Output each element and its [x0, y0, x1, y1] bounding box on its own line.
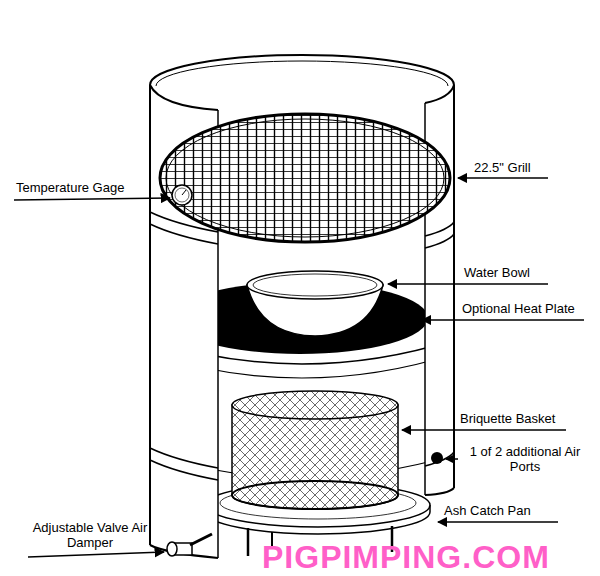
part-label: Temperature Gage [16, 180, 124, 195]
part-label: 1 of 2 additional Air Ports [462, 444, 588, 474]
part-label: Optional Heat Plate [462, 301, 575, 316]
part-label: Water Bowl [464, 265, 530, 280]
part-label: Ash Catch Pan [444, 503, 531, 518]
part-label: Adjustable Valve Air Damper [24, 520, 156, 550]
watermark: PIGPIMPING.COM [262, 540, 550, 574]
part-label: 22.5" Grill [474, 160, 531, 175]
part-label: Briquette Basket [460, 411, 555, 426]
